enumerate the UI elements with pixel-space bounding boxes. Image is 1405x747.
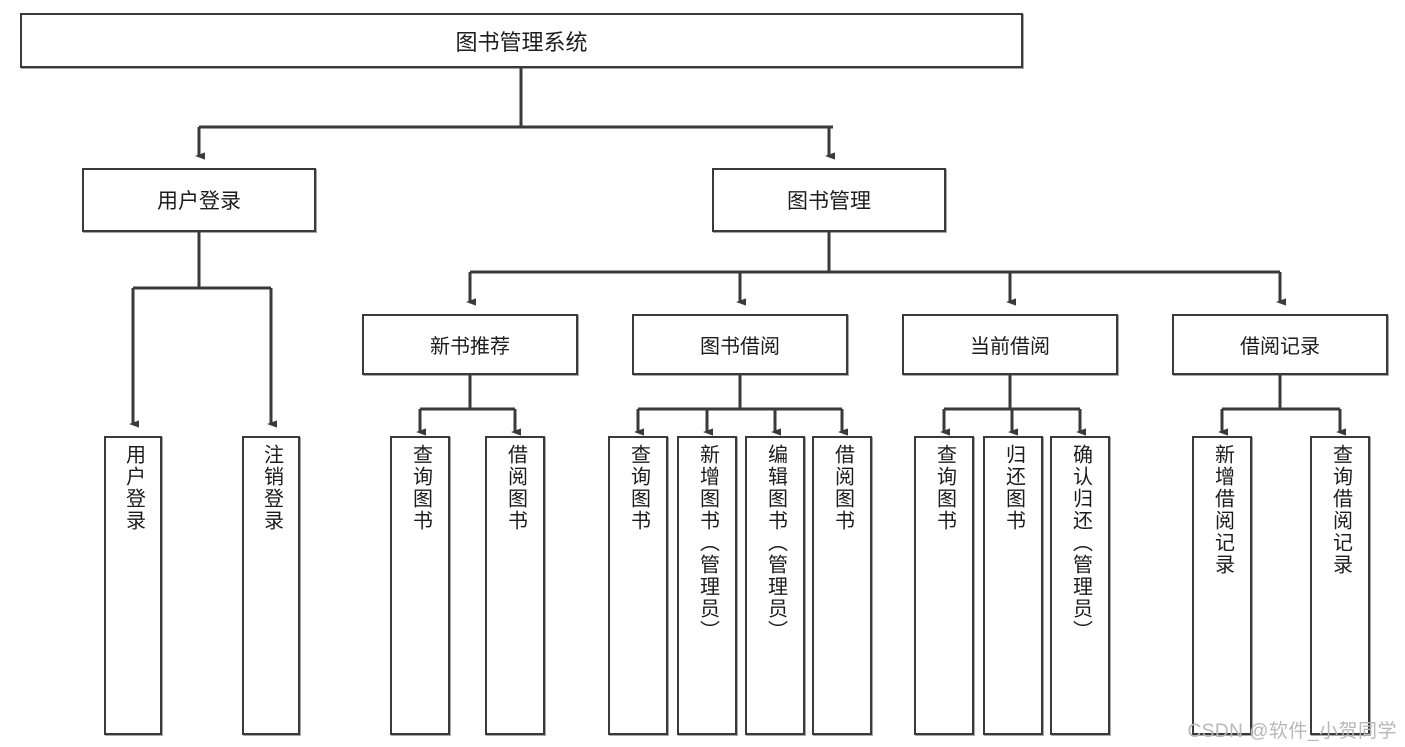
- node-current-borrow[interactable]: 当前借阅: [902, 314, 1118, 375]
- node-leaf-borrow-book-2-label: 借阅图书: [831, 444, 854, 532]
- node-leaf-query-record[interactable]: 查询借阅记录: [1310, 436, 1370, 735]
- node-book-borrow-label: 图书借阅: [700, 336, 780, 358]
- node-leaf-borrow-book-1[interactable]: 借阅图书: [485, 436, 545, 735]
- node-leaf-query-record-label: 查询借阅记录: [1329, 444, 1352, 576]
- node-user-login-label: 用户登录: [157, 190, 241, 213]
- node-leaf-confirm-return-label: 确认归还（管理员）: [1069, 444, 1092, 642]
- node-user-login[interactable]: 用户登录: [82, 168, 316, 232]
- node-leaf-logout-login-label: 注销登录: [260, 444, 283, 532]
- watermark-text: CSDN @软件_小贺同学: [1187, 721, 1397, 742]
- node-book-borrow[interactable]: 图书借阅: [632, 314, 848, 375]
- node-root-label: 图书管理系统: [455, 29, 588, 55]
- node-leaf-query-book-1[interactable]: 查询图书: [390, 436, 450, 735]
- node-leaf-query-book-2-label: 查询图书: [627, 444, 650, 532]
- node-leaf-add-book-label: 新增图书（管理员）: [696, 444, 719, 642]
- node-current-borrow-label: 当前借阅: [970, 336, 1050, 358]
- node-new-book-recommend-label: 新书推荐: [430, 336, 510, 358]
- node-leaf-add-record[interactable]: 新增借阅记录: [1192, 436, 1252, 735]
- node-leaf-return-book-label: 归还图书: [1002, 444, 1025, 532]
- node-leaf-query-book-3[interactable]: 查询图书: [914, 436, 974, 735]
- node-new-book-recommend[interactable]: 新书推荐: [362, 314, 578, 375]
- node-leaf-user-login[interactable]: 用户登录: [104, 436, 162, 735]
- node-leaf-edit-book-label: 编辑图书（管理员）: [764, 444, 787, 642]
- node-leaf-borrow-book-2[interactable]: 借阅图书: [812, 436, 872, 735]
- node-leaf-user-login-label: 用户登录: [122, 444, 145, 532]
- node-book-manage[interactable]: 图书管理: [712, 168, 946, 232]
- node-leaf-confirm-return[interactable]: 确认归还（管理员）: [1050, 436, 1110, 735]
- node-leaf-query-book-3-label: 查询图书: [933, 444, 956, 532]
- node-leaf-return-book[interactable]: 归还图书: [983, 436, 1043, 735]
- node-leaf-query-book-2[interactable]: 查询图书: [608, 436, 668, 735]
- node-leaf-edit-book[interactable]: 编辑图书（管理员）: [745, 436, 805, 735]
- node-book-manage-label: 图书管理: [787, 190, 871, 213]
- node-root[interactable]: 图书管理系统: [20, 13, 1023, 68]
- node-leaf-borrow-book-1-label: 借阅图书: [504, 444, 527, 532]
- node-leaf-add-book[interactable]: 新增图书（管理员）: [677, 436, 737, 735]
- node-leaf-query-book-1-label: 查询图书: [409, 444, 432, 532]
- node-leaf-add-record-label: 新增借阅记录: [1211, 444, 1234, 576]
- node-leaf-logout-login[interactable]: 注销登录: [242, 436, 300, 735]
- node-borrow-record[interactable]: 借阅记录: [1172, 314, 1388, 375]
- node-borrow-record-label: 借阅记录: [1240, 336, 1320, 358]
